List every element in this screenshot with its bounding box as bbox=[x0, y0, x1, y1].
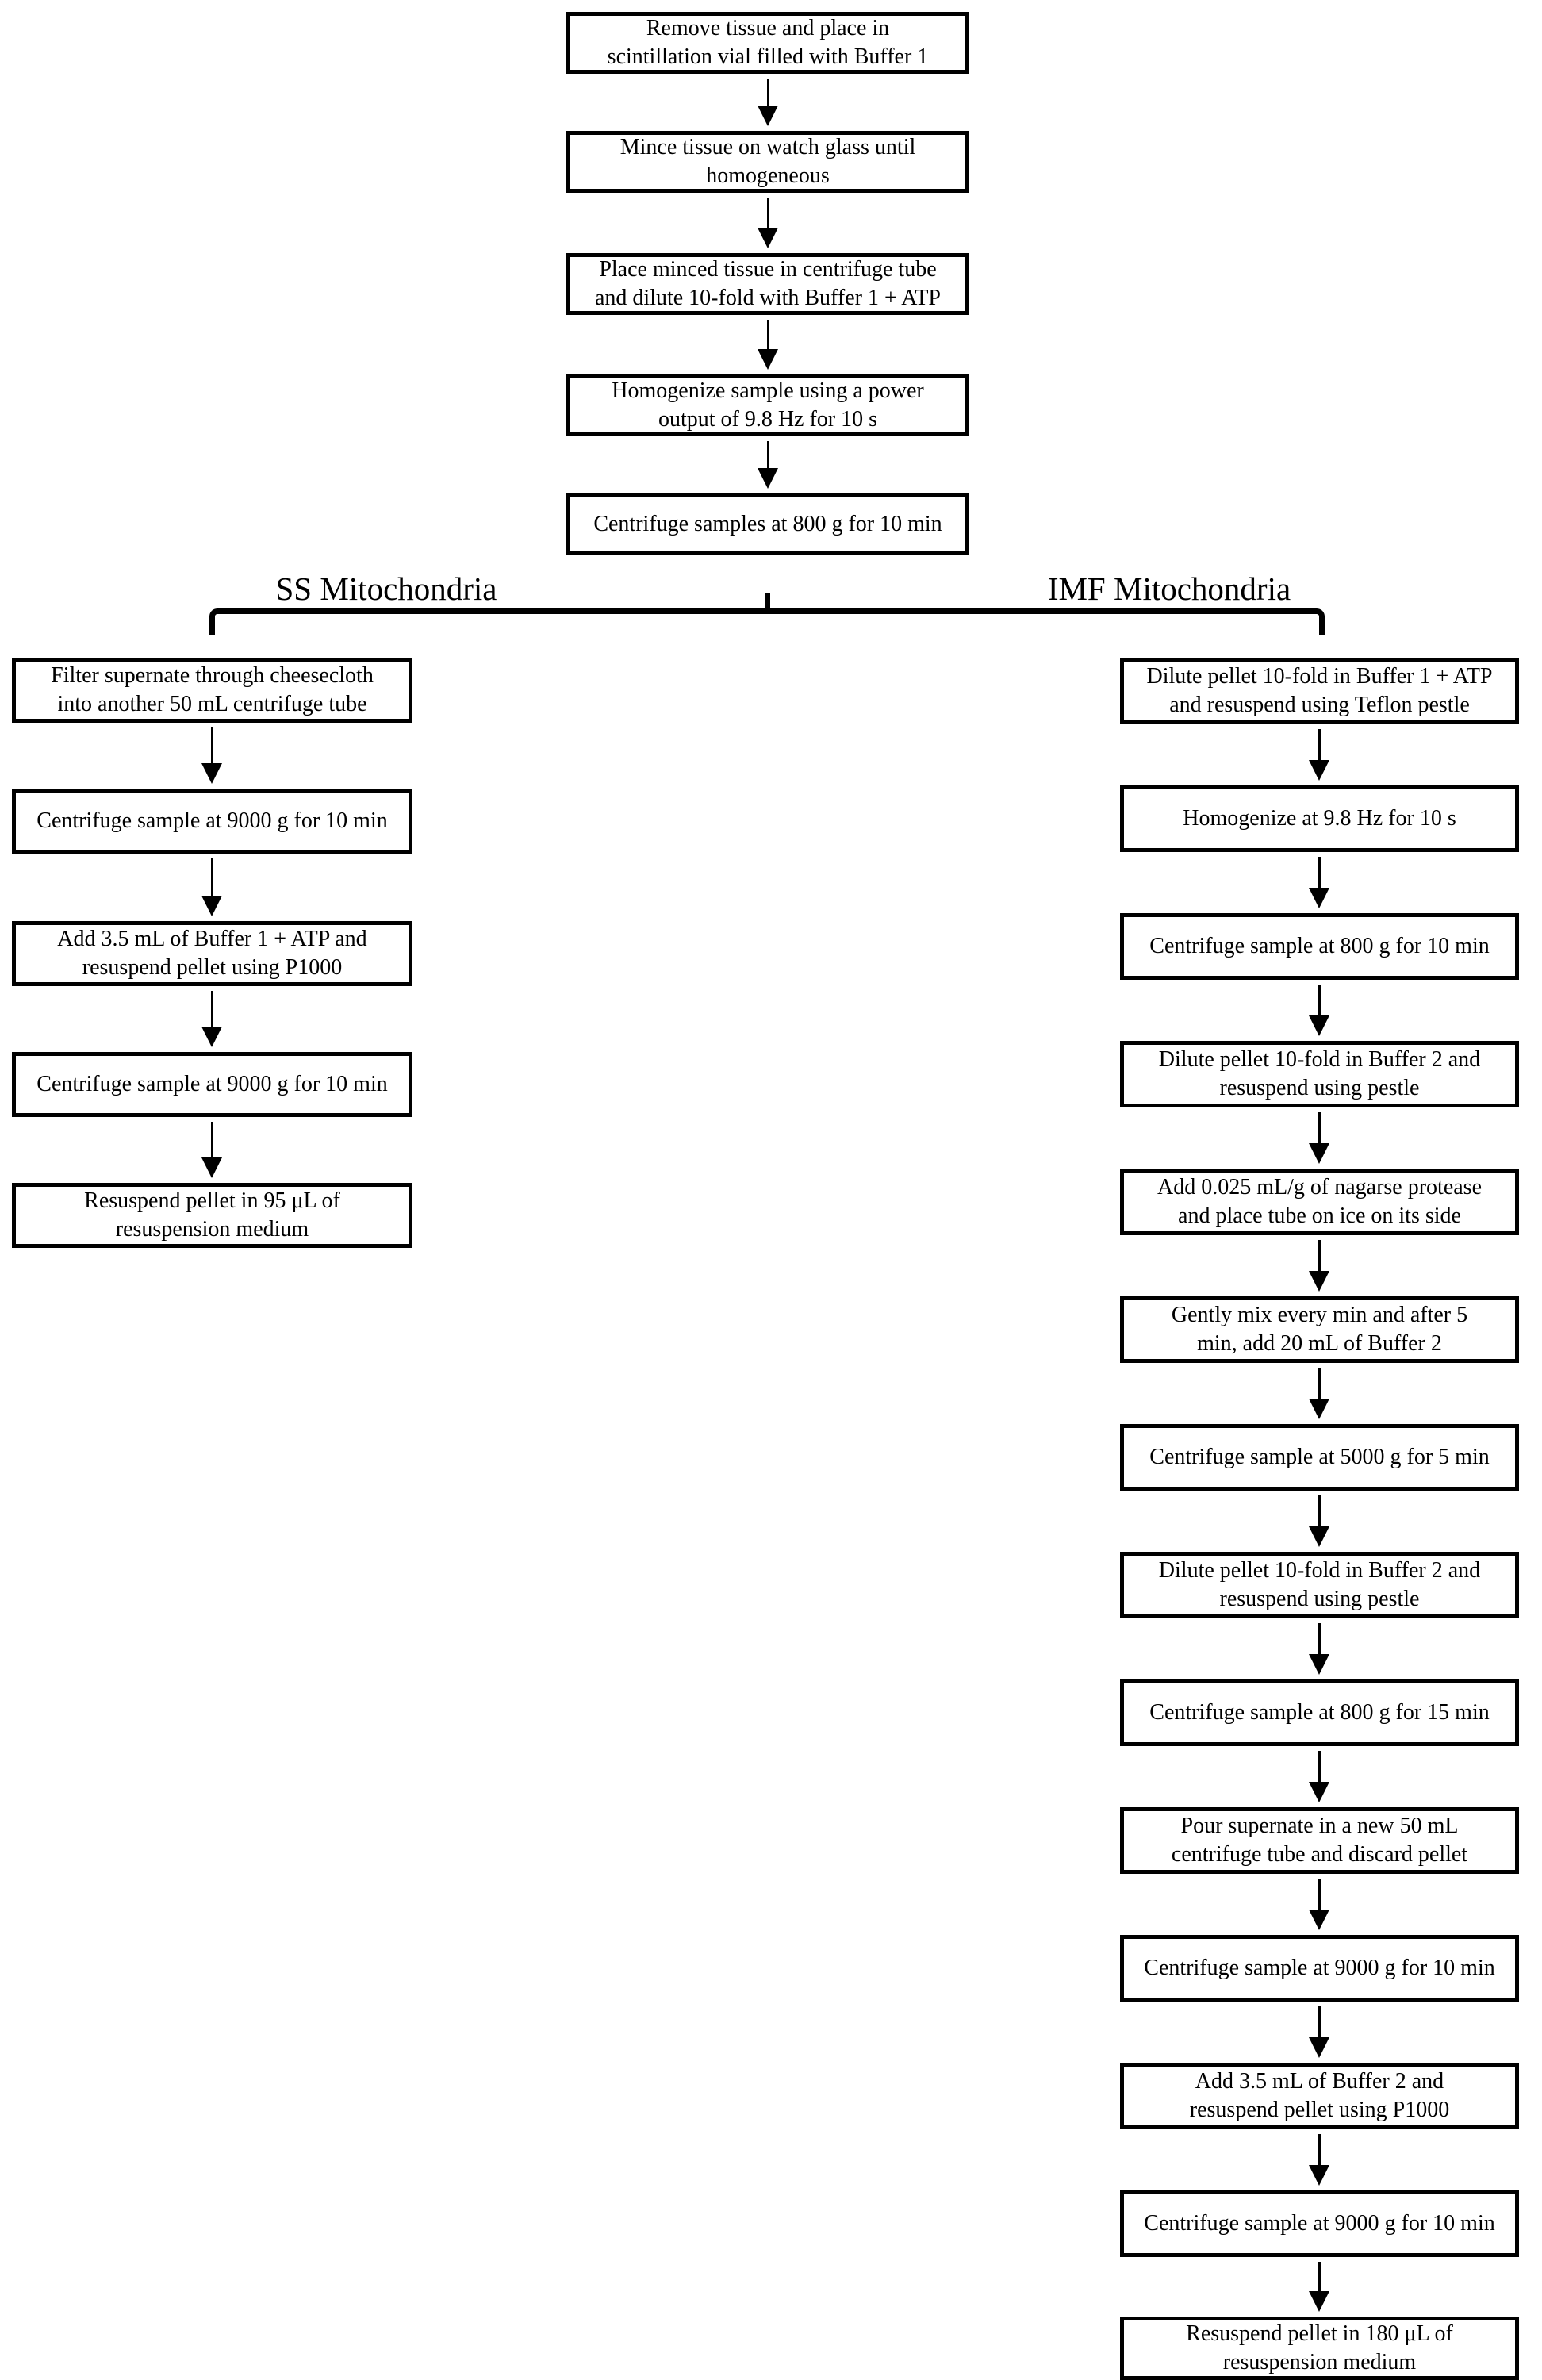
arrow-stem bbox=[1318, 2262, 1321, 2291]
arrow-head bbox=[201, 763, 222, 784]
flow-step-imf-13: Centrifuge sample at 9000 g for 10 min bbox=[1120, 2190, 1519, 2257]
arrow-head bbox=[1309, 2291, 1329, 2312]
arrow-head bbox=[1309, 1015, 1329, 1036]
arrow-head bbox=[758, 106, 778, 126]
arrow-head bbox=[1309, 1399, 1329, 1419]
arrow-stem bbox=[1318, 857, 1321, 888]
flow-step-imf-12: Add 3.5 mL of Buffer 2 and resuspend pel… bbox=[1120, 2063, 1519, 2129]
arrow-stem bbox=[210, 858, 213, 896]
arrow-head bbox=[201, 1027, 222, 1047]
arrow-head bbox=[758, 468, 778, 489]
branch-label-imf: IMF Mitochondria bbox=[1047, 570, 1291, 607]
flow-step-imf-6: Gently mix every min and after 5 min, ad… bbox=[1120, 1296, 1519, 1363]
flow-step-main-2: Mince tissue on watch glass until homoge… bbox=[566, 131, 969, 193]
branch-split-bracket bbox=[209, 608, 1325, 635]
arrow-stem bbox=[766, 79, 769, 106]
flow-step-ss-3: Add 3.5 mL of Buffer 1 + ATP and resuspe… bbox=[12, 921, 412, 986]
arrow-stem bbox=[1318, 1623, 1321, 1654]
arrow-down-icon bbox=[1309, 1623, 1329, 1675]
arrow-head bbox=[201, 896, 222, 916]
arrow-head bbox=[1309, 2037, 1329, 2058]
flow-step-ss-5: Resuspend pellet in 95 μL of resuspensio… bbox=[12, 1183, 412, 1248]
flow-step-ss-2: Centrifuge sample at 9000 g for 10 min bbox=[12, 789, 412, 854]
arrow-down-icon bbox=[758, 320, 778, 370]
flow-step-imf-1: Dilute pellet 10-fold in Buffer 1 + ATP … bbox=[1120, 658, 1519, 724]
arrow-head bbox=[1309, 760, 1329, 781]
flow-step-imf-9: Centrifuge sample at 800 g for 15 min bbox=[1120, 1679, 1519, 1746]
flow-step-main-4: Homogenize sample using a power output o… bbox=[566, 374, 969, 436]
arrow-stem bbox=[766, 441, 769, 468]
arrow-head bbox=[1309, 888, 1329, 908]
branch-split-tick bbox=[765, 593, 770, 610]
arrow-head bbox=[1309, 1271, 1329, 1292]
arrow-down-icon bbox=[758, 198, 778, 248]
flow-step-imf-4: Dilute pellet 10-fold in Buffer 2 and re… bbox=[1120, 1041, 1519, 1107]
arrow-down-icon bbox=[201, 858, 222, 916]
arrow-stem bbox=[210, 1122, 213, 1157]
arrow-down-icon bbox=[758, 79, 778, 126]
arrow-stem bbox=[1318, 985, 1321, 1015]
flow-step-main-5: Centrifuge samples at 800 g for 10 min bbox=[566, 493, 969, 555]
arrow-stem bbox=[210, 727, 213, 763]
flow-step-ss-4: Centrifuge sample at 9000 g for 10 min bbox=[12, 1052, 412, 1117]
arrow-stem bbox=[1318, 1495, 1321, 1526]
flow-step-imf-3: Centrifuge sample at 800 g for 10 min bbox=[1120, 913, 1519, 980]
arrow-stem bbox=[766, 198, 769, 228]
flow-step-imf-5: Add 0.025 mL/g of nagarse protease and p… bbox=[1120, 1169, 1519, 1235]
arrow-down-icon bbox=[1309, 2262, 1329, 2312]
arrow-head bbox=[1309, 1143, 1329, 1164]
flow-step-main-3: Place minced tissue in centrifuge tube a… bbox=[566, 253, 969, 315]
flow-step-ss-1: Filter supernate through cheesecloth int… bbox=[12, 658, 412, 723]
arrow-stem bbox=[1318, 2134, 1321, 2165]
arrow-head bbox=[201, 1157, 222, 1178]
flow-step-imf-2: Homogenize at 9.8 Hz for 10 s bbox=[1120, 785, 1519, 852]
arrow-down-icon bbox=[201, 1122, 222, 1178]
arrow-stem bbox=[1318, 1112, 1321, 1143]
flow-step-imf-11: Centrifuge sample at 9000 g for 10 min bbox=[1120, 1935, 1519, 2002]
arrow-down-icon bbox=[1309, 1879, 1329, 1930]
flow-step-imf-8: Dilute pellet 10-fold in Buffer 2 and re… bbox=[1120, 1552, 1519, 1618]
flow-step-imf-14: Resuspend pellet in 180 μL of resuspensi… bbox=[1120, 2317, 1519, 2380]
arrow-stem bbox=[766, 320, 769, 349]
arrow-stem bbox=[1318, 1751, 1321, 1782]
arrow-head bbox=[1309, 1782, 1329, 1802]
arrow-stem bbox=[1318, 1240, 1321, 1271]
arrow-down-icon bbox=[1309, 729, 1329, 781]
arrow-stem bbox=[1318, 729, 1321, 760]
arrow-head bbox=[1309, 1910, 1329, 1930]
arrow-down-icon bbox=[1309, 1495, 1329, 1547]
flow-step-imf-10: Pour supernate in a new 50 mL centrifuge… bbox=[1120, 1807, 1519, 1874]
arrow-head bbox=[1309, 2165, 1329, 2186]
arrow-stem bbox=[1318, 2006, 1321, 2037]
arrow-down-icon bbox=[1309, 985, 1329, 1036]
arrow-head bbox=[758, 228, 778, 248]
arrow-stem bbox=[1318, 1879, 1321, 1910]
flow-step-main-1: Remove tissue and place in scintillation… bbox=[566, 12, 969, 74]
arrow-head bbox=[1309, 1654, 1329, 1675]
arrow-down-icon bbox=[201, 727, 222, 784]
arrow-down-icon bbox=[1309, 1751, 1329, 1802]
arrow-down-icon bbox=[1309, 1112, 1329, 1164]
arrow-down-icon bbox=[1309, 1368, 1329, 1419]
arrow-down-icon bbox=[201, 991, 222, 1047]
arrow-down-icon bbox=[1309, 2134, 1329, 2186]
arrow-down-icon bbox=[1309, 1240, 1329, 1292]
arrow-head bbox=[758, 349, 778, 370]
arrow-down-icon bbox=[758, 441, 778, 489]
arrow-down-icon bbox=[1309, 2006, 1329, 2058]
arrow-head bbox=[1309, 1526, 1329, 1547]
flow-step-imf-7: Centrifuge sample at 5000 g for 5 min bbox=[1120, 1424, 1519, 1491]
arrow-stem bbox=[210, 991, 213, 1027]
branch-label-ss: SS Mitochondria bbox=[275, 570, 497, 607]
arrow-stem bbox=[1318, 1368, 1321, 1399]
arrow-down-icon bbox=[1309, 857, 1329, 908]
